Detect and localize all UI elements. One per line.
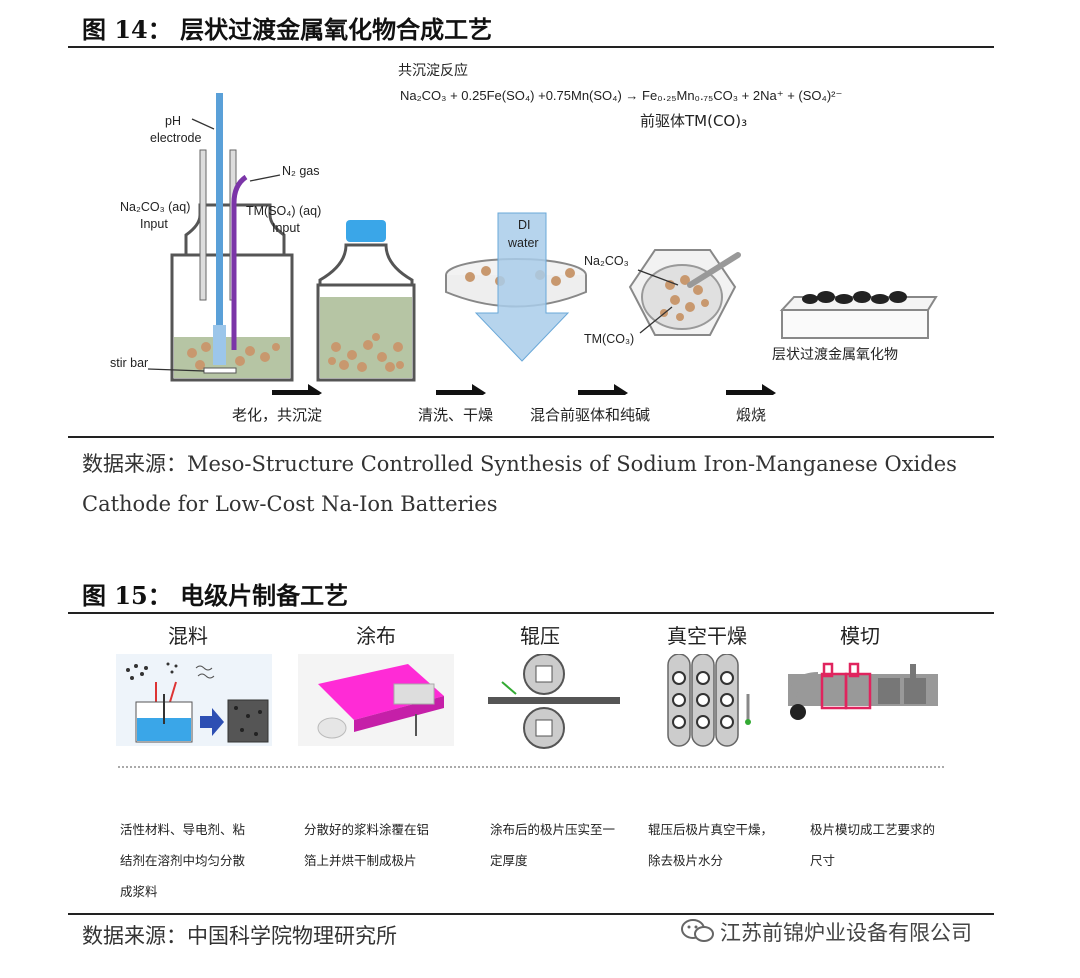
tmso4-input-label-1: TM(SO₄) (aq) <box>246 204 322 218</box>
desc-mixing-line-3: 成浆料 <box>120 884 158 899</box>
figure-15-title: 图 15： 电级片制备工艺 <box>82 581 349 610</box>
ph-label-1: pH <box>165 114 181 128</box>
coating-image <box>298 654 454 746</box>
watermark-company: 江苏前锦炉业设备有限公司 <box>720 921 972 945</box>
figure-15-bottom-rule <box>68 913 994 915</box>
desc-mixing: 活性材料、导电剂、粘 结剂在溶剂中均匀分散 成浆料 <box>120 814 260 907</box>
mortar <box>628 249 741 336</box>
step-arrows <box>272 384 776 395</box>
desc-mixing-line-1: 活性材料、导电剂、粘 <box>120 822 246 837</box>
reactor-flask <box>147 93 294 382</box>
reaction-title: 共沉淀反应 <box>398 63 468 79</box>
desc-vacuum-drying: 辊压后极片真空干燥， 除去极片水分 <box>648 814 788 876</box>
desc-rolling: 涂布后的极片压实至一 定厚度 <box>490 814 630 876</box>
di-water-label-2: water <box>508 236 539 250</box>
dotted-separator <box>118 766 944 768</box>
desc-vacuum-line-1: 辊压后极片真空干燥， <box>648 822 774 837</box>
step-name-vacuum-drying: 真空干燥 <box>667 624 747 648</box>
ph-label-2: electrode <box>150 131 202 145</box>
figure-14-bottom-rule <box>68 436 994 438</box>
wechat-icon <box>680 917 716 949</box>
figure-15-source: 数据来源：中国科学院物理研究所 <box>82 924 397 948</box>
step-mixing: 混合前驱体和纯碱 <box>530 406 651 424</box>
step-name-coating: 涂布 <box>356 624 396 648</box>
desc-coating-line-1: 分散好的浆料涂覆在铝 <box>304 822 430 837</box>
figure-14-title: 图 14： 层状过渡金属氧化物合成工艺 <box>82 15 493 44</box>
figure-15-top-rule <box>68 612 994 614</box>
desc-vacuum-line-2: 除去极片水分 <box>648 853 724 868</box>
n2-gas-label: N₂ gas <box>282 164 320 178</box>
desc-die-line-2: 尺寸 <box>810 853 836 868</box>
figure-14-source-line-2: Cathode for Low-Cost Na-Ion Batteries <box>82 492 498 516</box>
electrode-process-images <box>116 654 938 749</box>
rolling-image <box>488 654 620 749</box>
figure-14-source-line-1: 数据来源：Meso-Structure Controlled Synthesis… <box>82 452 957 476</box>
desc-mixing-line-2: 结剂在溶剂中均匀分散 <box>120 853 246 868</box>
step-washing: 清洗、干燥 <box>418 406 494 424</box>
mixing-image <box>116 654 272 746</box>
desc-coating-line-2: 箔上并烘干制成极片 <box>304 853 417 868</box>
die-cutting-image <box>788 662 938 720</box>
tmso4-input-label-2: Input <box>272 221 300 235</box>
step-name-mixing: 混料 <box>168 624 208 648</box>
tmco3-label: TM(CO₃) <box>584 332 635 346</box>
di-water-label-1: DI <box>518 218 531 232</box>
na2co3-label: Na₂CO₃ <box>584 254 629 268</box>
product-label: 层状过渡金属氧化物 <box>772 347 898 363</box>
wash-dish <box>445 212 587 362</box>
na2co3-input-label-2: Input <box>140 217 168 231</box>
synthesis-diagram <box>147 93 938 395</box>
precursor-label: 前驱体TM(CO)₃ <box>640 112 748 130</box>
step-name-die-cutting: 模切 <box>840 624 880 648</box>
vacuum-drying-image <box>667 654 751 747</box>
calcination-tray <box>779 291 938 339</box>
na2co3-input-label-1: Na₂CO₃ (aq) <box>120 200 191 214</box>
desc-rolling-line-1: 涂布后的极片压实至一 <box>490 822 616 837</box>
desc-die-cutting: 极片模切成工艺要求的 尺寸 <box>810 814 950 876</box>
step-name-rolling: 辊压 <box>520 624 560 648</box>
aging-bottle <box>316 220 416 382</box>
desc-rolling-line-2: 定厚度 <box>490 853 528 868</box>
desc-die-line-1: 极片模切成工艺要求的 <box>810 822 936 837</box>
desc-coating: 分散好的浆料涂覆在铝 箔上并烘干制成极片 <box>304 814 444 876</box>
step-calcination: 煅烧 <box>736 406 767 424</box>
step-aging: 老化，共沉淀 <box>232 406 323 424</box>
reaction-equation: Na₂CO₃ + 0.25Fe(SO₄) +0.75Mn(SO₄) → Fe₀.… <box>400 88 843 103</box>
figure-14-top-rule <box>68 46 994 48</box>
stir-bar-label: stir bar <box>110 356 149 370</box>
